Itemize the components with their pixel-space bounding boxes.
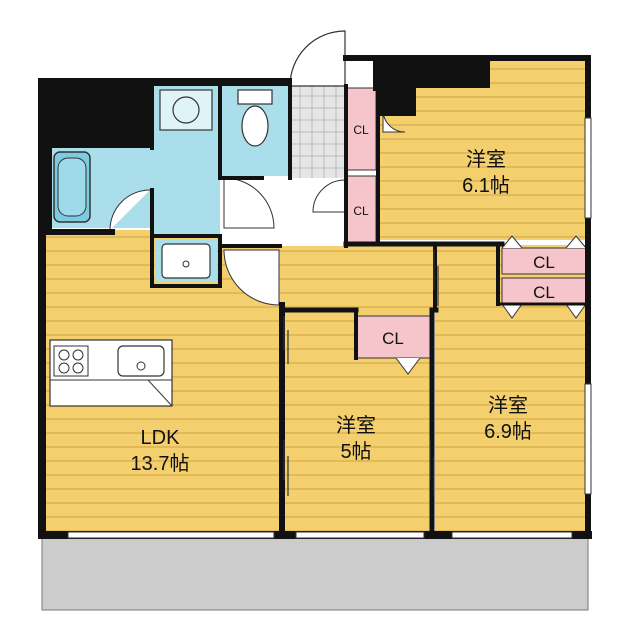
- room3-closet-lower-label: CL: [533, 283, 555, 302]
- entry-closet-lower: [345, 175, 377, 243]
- sink-drain: [136, 361, 146, 371]
- hall-floor: [280, 245, 435, 310]
- washer-drum: [172, 96, 200, 124]
- room3-closet-door-upper: [501, 235, 587, 249]
- stove: [53, 345, 89, 377]
- pillar-top-left: [42, 82, 152, 148]
- room2-closet: [355, 315, 431, 359]
- counter-corner: [147, 379, 173, 407]
- burner-3: [58, 362, 70, 374]
- pillar-room1: [378, 58, 490, 116]
- room3-name: 洋室: [488, 394, 528, 417]
- toilet-bowl: [241, 105, 269, 147]
- room2-closet-label: CL: [382, 329, 404, 348]
- room3-closet-upper: [501, 247, 587, 275]
- toilet-tank: [237, 89, 273, 105]
- entry-closet-upper-label: CL: [353, 123, 369, 137]
- room3-size: 6.9帖: [484, 420, 532, 443]
- room2-closet-door: [395, 357, 421, 375]
- washing-machine: [159, 89, 213, 131]
- burner-2: [72, 349, 84, 361]
- windows: [67, 117, 592, 539]
- pillar-bath-left: [42, 148, 52, 232]
- basin-drain: [182, 260, 190, 268]
- ldk-size: 13.7帖: [131, 452, 190, 475]
- room1-size: 6.1帖: [462, 174, 510, 197]
- bath-door-swing: [109, 189, 151, 231]
- room2-size: 5帖: [340, 440, 371, 463]
- room2-name: 洋室: [336, 414, 376, 437]
- ldk-name: LDK: [141, 427, 181, 449]
- ldk-door-swing: [223, 249, 280, 306]
- bathtub-inner: [57, 157, 87, 217]
- kitchen-sink: [117, 345, 165, 377]
- burner-4: [72, 362, 84, 374]
- balcony: [41, 535, 589, 611]
- sliding-doors: [283, 250, 439, 496]
- entry-closet-lower-label: CL: [353, 204, 369, 218]
- room3-closet-lower: [501, 277, 587, 305]
- burner-1: [58, 349, 70, 361]
- entrance-door-swing: [289, 30, 346, 87]
- entry-closet-door-swing: [312, 179, 346, 213]
- room3-closet-upper-label: CL: [533, 253, 555, 272]
- room1-name: 洋室: [466, 148, 506, 171]
- genkan-tile: [290, 86, 346, 178]
